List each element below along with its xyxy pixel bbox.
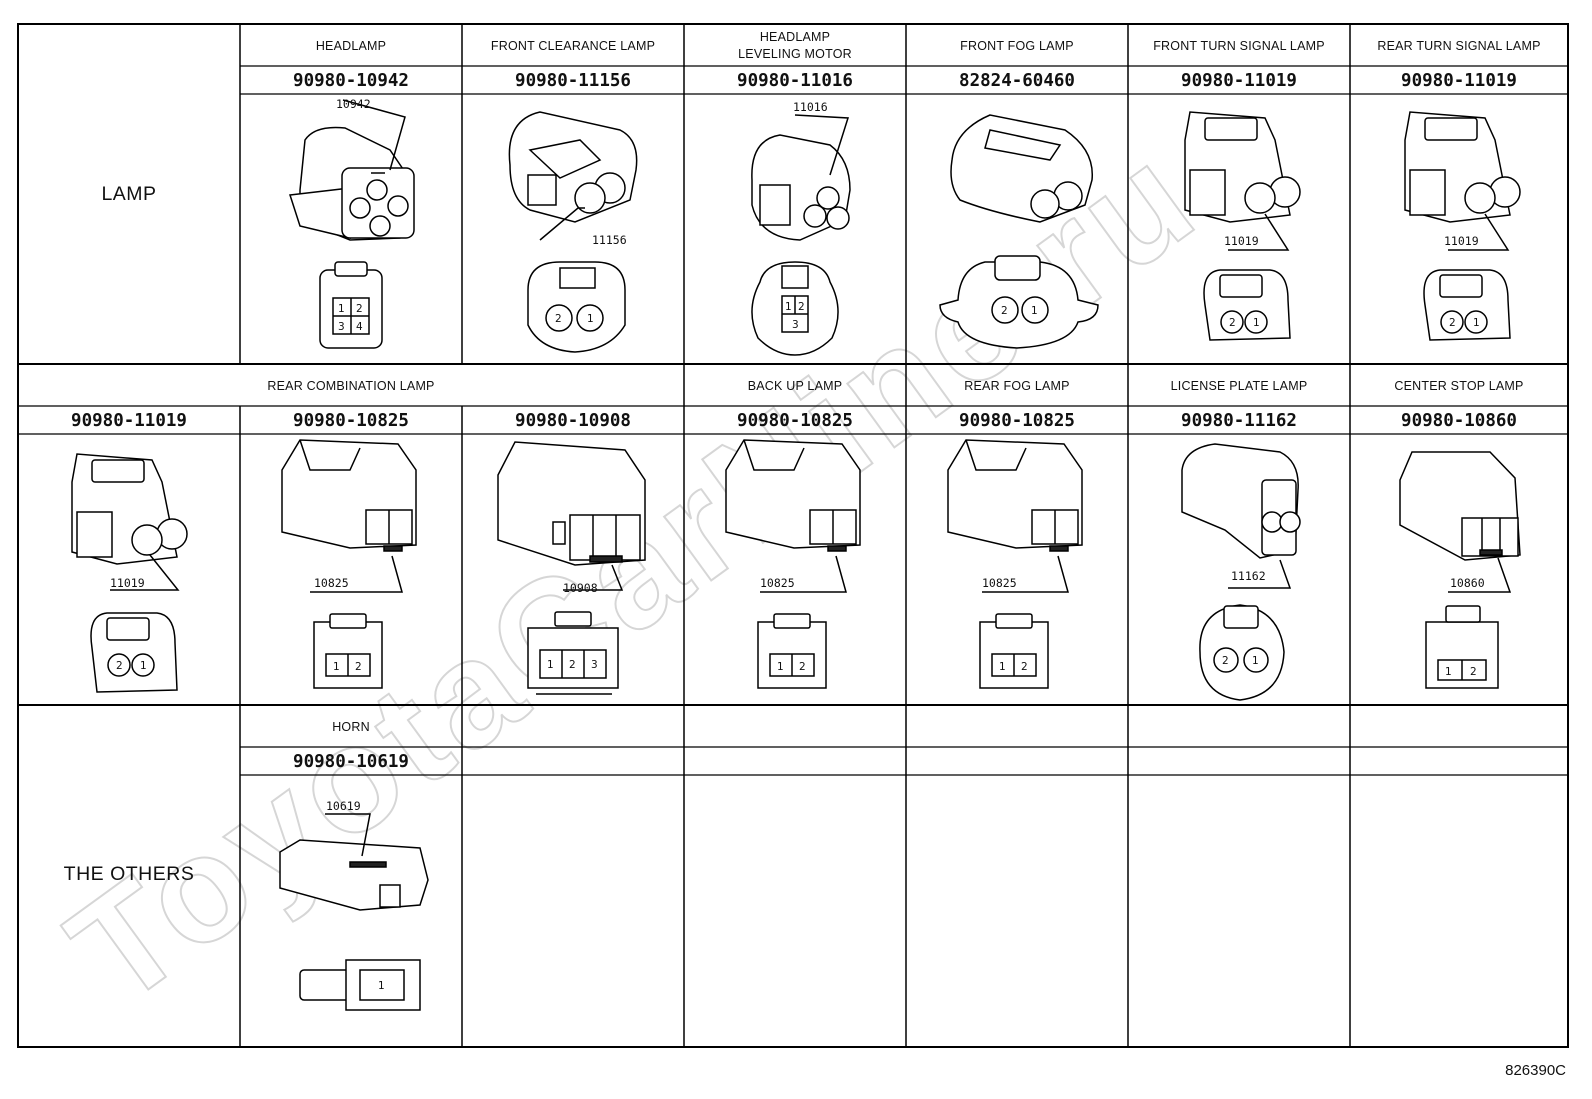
connector-drawing-center-stop bbox=[1399, 451, 1521, 689]
header-rear-combination-lamp: REAR COMBINATION LAMP bbox=[267, 379, 434, 393]
part-number: 90980-11019 bbox=[71, 411, 187, 431]
header-headlamp: HEADLAMP bbox=[316, 39, 386, 53]
part-number: 90980-10825 bbox=[737, 411, 853, 431]
part-number: 90980-10908 bbox=[515, 411, 631, 431]
connector-code: 11019 bbox=[1444, 234, 1479, 248]
part-number: 90980-11162 bbox=[1181, 411, 1297, 431]
watermark: ToyotaCarNine.ru bbox=[40, 110, 1226, 1036]
pin-label: 2 bbox=[116, 660, 123, 672]
pin-label: 1 bbox=[999, 661, 1006, 673]
connector-code: 10825 bbox=[760, 576, 795, 590]
pin-label: 3 bbox=[338, 321, 345, 333]
pin-label: 1 bbox=[333, 661, 340, 673]
pin-label: 1 bbox=[378, 980, 385, 992]
part-number: 90980-11016 bbox=[737, 71, 853, 91]
header-horn: HORN bbox=[332, 720, 370, 734]
part-number: 90980-10825 bbox=[959, 411, 1075, 431]
connector-code: 11162 bbox=[1231, 569, 1266, 583]
pin-label: 2 bbox=[569, 659, 576, 671]
part-number: 90980-11156 bbox=[515, 71, 631, 91]
pin-label: 1 bbox=[1031, 305, 1038, 317]
part-number: 90980-11019 bbox=[1181, 71, 1297, 91]
header-rear-fog-lamp: REAR FOG LAMP bbox=[964, 379, 1069, 393]
connector-drawing-rear-combination-10908 bbox=[497, 441, 646, 695]
table-grid bbox=[17, 23, 1569, 1048]
connector-code: 10825 bbox=[314, 576, 349, 590]
connector-drawing-front-fog bbox=[939, 114, 1099, 349]
part-number: 82824-60460 bbox=[959, 71, 1075, 91]
pin-label: 3 bbox=[591, 659, 598, 671]
figure-id: 826390C bbox=[1505, 1062, 1566, 1079]
connector-code: 10825 bbox=[982, 576, 1017, 590]
connector-code: 11019 bbox=[1224, 234, 1259, 248]
header-front-turn-signal: FRONT TURN SIGNAL LAMP bbox=[1153, 39, 1325, 53]
header-back-up-lamp: BACK UP LAMP bbox=[748, 379, 843, 393]
pin-label: 2 bbox=[798, 301, 805, 313]
group-label-others: THE OTHERS bbox=[64, 863, 195, 885]
pin-label: 2 bbox=[1449, 317, 1456, 329]
connector-code: 10908 bbox=[563, 581, 598, 595]
connector-drawing-back-up-lamp bbox=[725, 439, 861, 689]
connector-drawing-headlamp bbox=[289, 99, 415, 349]
pin-label: 2 bbox=[356, 303, 363, 315]
pin-label: 2 bbox=[355, 661, 362, 673]
header-headlamp-leveling-l2: LEVELING MOTOR bbox=[738, 47, 852, 61]
part-number: 90980-10825 bbox=[293, 411, 409, 431]
pin-label: 2 bbox=[1470, 666, 1477, 678]
pin-label: 1 bbox=[338, 303, 345, 315]
connector-drawing-license-plate bbox=[1181, 443, 1301, 701]
pin-label: 1 bbox=[140, 660, 147, 672]
connector-code: 10942 bbox=[336, 97, 371, 111]
pin-label: 2 bbox=[1229, 317, 1236, 329]
part-number: 90980-11019 bbox=[1401, 71, 1517, 91]
connector-drawing-rear-combination-10825 bbox=[281, 439, 417, 689]
connector-drawing-rear-combination-11019 bbox=[71, 453, 188, 693]
connector-code: 11156 bbox=[592, 233, 627, 247]
connector-drawing-rear-fog-lamp bbox=[947, 439, 1083, 689]
header-front-clearance-lamp: FRONT CLEARANCE LAMP bbox=[491, 39, 655, 53]
connector-code: 11016 bbox=[793, 100, 828, 114]
connector-drawing-front-clearance bbox=[508, 111, 638, 353]
pin-label: 1 bbox=[1252, 655, 1259, 667]
header-front-fog-lamp: FRONT FOG LAMP bbox=[960, 39, 1074, 53]
part-number: 90980-10619 bbox=[293, 752, 409, 772]
connector-drawing-front-turn-signal bbox=[1184, 111, 1301, 341]
header-headlamp-leveling-l1: HEADLAMP bbox=[760, 30, 830, 44]
pin-label: 2 bbox=[799, 661, 806, 673]
pin-label: 2 bbox=[555, 313, 562, 325]
group-label-lamp: LAMP bbox=[101, 183, 156, 205]
connector-code: 10860 bbox=[1450, 576, 1485, 590]
connector-drawing-headlamp-leveling bbox=[751, 114, 851, 356]
pin-label: 1 bbox=[1253, 317, 1260, 329]
pin-label: 2 bbox=[1222, 655, 1229, 667]
pin-label: 4 bbox=[356, 321, 363, 333]
header-rear-turn-signal: REAR TURN SIGNAL LAMP bbox=[1377, 39, 1540, 53]
pin-label: 2 bbox=[1021, 661, 1028, 673]
connector-code: 10619 bbox=[326, 799, 361, 813]
pin-label: 1 bbox=[587, 313, 594, 325]
part-number: 90980-10942 bbox=[293, 71, 409, 91]
connector-drawing-horn bbox=[279, 813, 429, 1011]
pin-label: 1 bbox=[777, 661, 784, 673]
pin-label: 2 bbox=[1001, 305, 1008, 317]
pin-label: 3 bbox=[792, 319, 799, 331]
pin-label: 1 bbox=[1445, 666, 1452, 678]
header-center-stop-lamp: CENTER STOP LAMP bbox=[1394, 379, 1523, 393]
part-number: 90980-10860 bbox=[1401, 411, 1517, 431]
connector-code: 11019 bbox=[110, 576, 145, 590]
header-license-plate-lamp: LICENSE PLATE LAMP bbox=[1171, 379, 1308, 393]
pin-label: 1 bbox=[785, 301, 792, 313]
pin-label: 1 bbox=[1473, 317, 1480, 329]
pin-label: 1 bbox=[547, 659, 554, 671]
connector-drawing-rear-turn-signal bbox=[1404, 111, 1521, 341]
